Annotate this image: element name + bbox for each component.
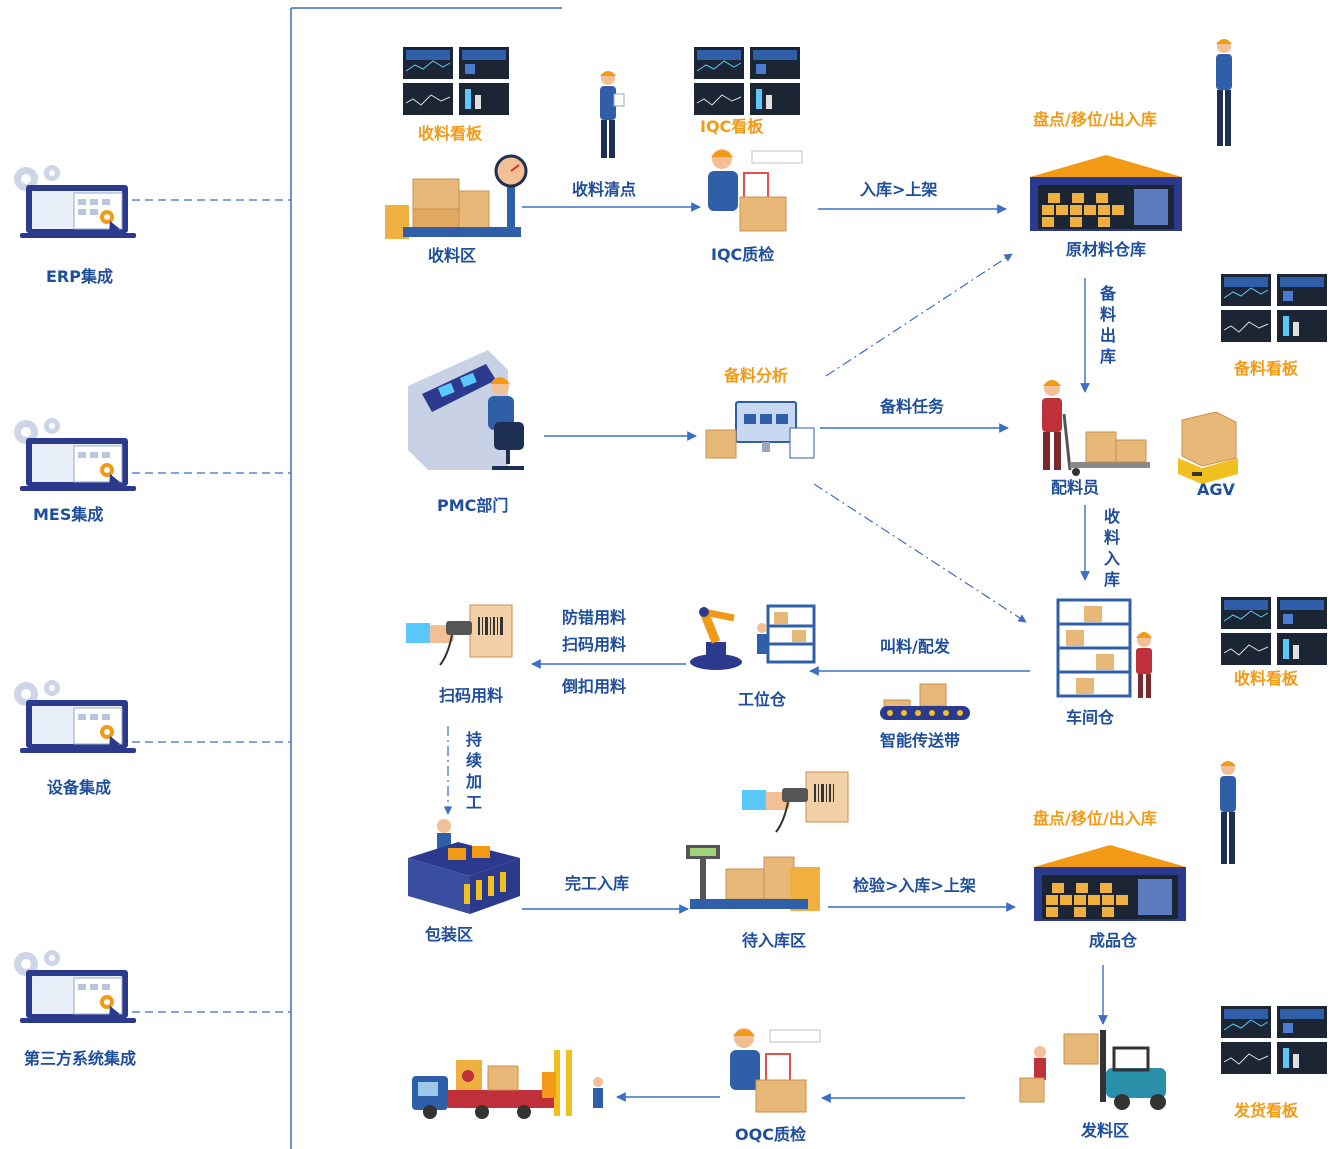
prep-task-label: 备料任务	[880, 397, 945, 416]
receive-count-label: 收料清点	[572, 180, 637, 199]
pending-store-label: 待入库区	[742, 931, 807, 950]
dashed-arrows	[443, 253, 1027, 815]
finished-warehouse-building-icon	[1034, 845, 1186, 921]
agv-robot-icon	[1178, 411, 1238, 484]
receiving-area-label: 收料区	[428, 246, 477, 265]
scan-material-label: 扫码用料	[562, 635, 627, 654]
call-dispatch-label: 叫料/配发	[880, 637, 950, 656]
inspect-in-label: 检验>入库>上架	[853, 876, 976, 895]
receiving-board-monitors-icon	[403, 47, 509, 115]
pmc-control-station-icon	[408, 350, 524, 470]
scan-use-label: 扫码用料	[439, 686, 504, 705]
raw-warehouse-label: 原材料仓库	[1066, 240, 1147, 259]
prep-analysis-computer-icon	[705, 401, 815, 459]
equipment-integration-label: 设备集成	[47, 778, 112, 797]
prep-board-monitors-icon	[1221, 274, 1327, 342]
inventory-bottom-label: 盘点/移位/出入库	[1033, 809, 1157, 828]
iqc-check-label: IQC质检	[711, 245, 775, 264]
arrow-analysis-to-raw	[825, 253, 1013, 377]
forklift-dispatch-icon	[1019, 1030, 1166, 1110]
shipping-board-monitors-icon	[1221, 1006, 1327, 1074]
complete-in-label: 完工入库	[565, 874, 630, 893]
finished-store-label: 成品仓	[1089, 931, 1138, 950]
iqc-board-label: IQC看板	[700, 117, 764, 136]
third-party-laptop-icon	[14, 950, 136, 1023]
inventory-top-label: 盘点/移位/出入库	[1033, 110, 1157, 129]
equipment-laptop-icon	[14, 680, 136, 753]
system-connectors	[132, 199, 291, 1013]
worker-bottom-right-icon	[1220, 761, 1236, 864]
integration-bus	[290, 7, 562, 1149]
conveyor-label: 智能传送带	[880, 731, 961, 750]
errorproof-label: 防错用料	[562, 608, 627, 627]
workshop-rack-icon	[1056, 598, 1152, 698]
prep-board-label: 备料看板	[1234, 359, 1299, 378]
iqc-inspector-icon	[708, 149, 803, 232]
oqc-check-label: OQC质检	[735, 1125, 806, 1144]
truck-loading-icon	[412, 1050, 603, 1119]
shipping-board-label: 发货看板	[1234, 1101, 1299, 1120]
stock-shelve-label: 入库>上架	[860, 180, 938, 199]
packing-label: 包装区	[425, 925, 474, 944]
raw-warehouse-building-icon	[1030, 155, 1182, 231]
worker-clipboard-icon	[600, 71, 625, 158]
packing-line-icon	[408, 819, 520, 914]
flow-arrows	[522, 202, 1108, 1103]
mes-integration-label: MES集成	[33, 505, 104, 524]
pmc-label: PMC部门	[437, 496, 509, 515]
prep-analysis-label: 备料分析	[724, 366, 789, 385]
receive-board2-label: 收料看板	[1234, 669, 1299, 688]
receive-board2-monitors-icon	[1221, 597, 1327, 665]
erp-integration-label: ERP集成	[46, 267, 113, 286]
continuous-label: 持续加工	[465, 730, 482, 812]
picker-pallet-jack-icon	[1042, 380, 1150, 476]
agv-label: AGV	[1197, 480, 1235, 499]
iqc-board-monitors-icon	[694, 47, 800, 115]
scanner-hand-icon	[406, 604, 513, 666]
receive-in-label: 收料入库	[1103, 507, 1120, 589]
arrow-analysis-to-workshop	[813, 483, 1027, 623]
erp-laptop-icon	[14, 165, 136, 238]
scanner-hand-small-icon	[742, 771, 849, 833]
worker-top-right-icon	[1216, 39, 1232, 146]
pending-scale-icon	[686, 845, 820, 911]
third-party-integration-label: 第三方系统集成	[24, 1049, 137, 1068]
backflush-label: 倒扣用料	[562, 677, 627, 696]
station-store-label: 工位仓	[738, 690, 787, 709]
picker-label: 配料员	[1051, 478, 1100, 497]
conveyor-belt-icon	[880, 683, 970, 720]
oqc-inspector-icon	[730, 1028, 821, 1113]
dispatch-area-label: 发料区	[1081, 1121, 1130, 1140]
workshop-store-label: 车间仓	[1066, 708, 1115, 727]
receiving-board-label: 收料看板	[418, 124, 483, 143]
robot-arm-station-icon	[690, 604, 816, 670]
prep-out-label: 备料出库	[1099, 284, 1116, 366]
mes-laptop-icon	[14, 418, 136, 491]
receiving-scale-icon	[385, 154, 528, 239]
